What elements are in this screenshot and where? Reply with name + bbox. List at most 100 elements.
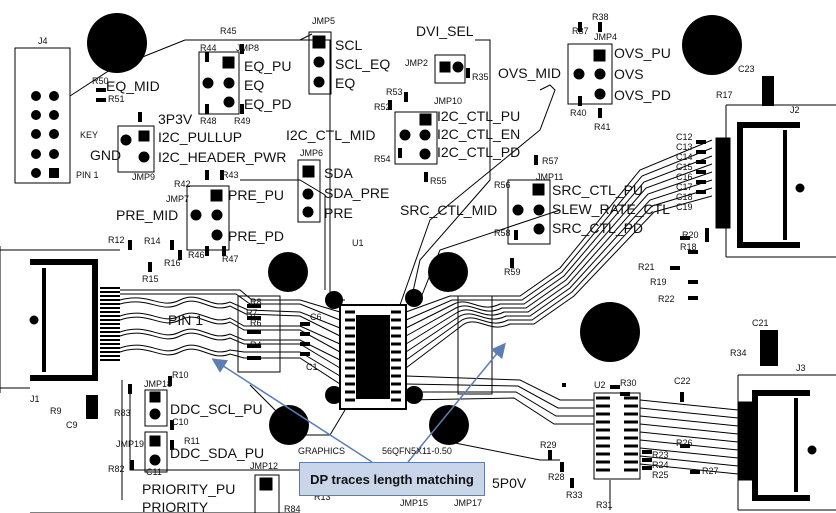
net-eq-pd: EQ_PD	[244, 96, 291, 112]
label-jmp8: JMP8	[236, 43, 259, 53]
mounting-hole-top-right	[682, 15, 742, 75]
label-r4: R4	[250, 340, 262, 350]
label-j1: J1	[30, 394, 40, 404]
net-pre-pd: PRE_PD	[228, 228, 284, 244]
label-jmp11: JMP11	[536, 172, 563, 182]
label-r30: R30	[620, 378, 637, 388]
net-ovs-pu: OVS_PU	[614, 45, 671, 61]
label-r53: R53	[386, 87, 403, 97]
connector-j4	[14, 47, 71, 184]
label-r51: R51	[108, 94, 125, 104]
net-eq-mid: EQ_MID	[106, 78, 160, 94]
label-jmp9: JMP9	[132, 172, 155, 182]
label-r83: R83	[114, 408, 131, 418]
jumper-headers	[117, 31, 613, 513]
net-i2c-ctl-pd: I2C_CTL_PD	[437, 144, 520, 160]
net-priority-pu: PRIORITY_PU	[142, 481, 235, 497]
label-r18: R18	[680, 242, 697, 252]
connector-j1	[29, 259, 120, 381]
smd-parts	[86, 22, 778, 488]
label-jmp17: JMP17	[454, 498, 482, 508]
label-r55: R55	[430, 176, 447, 186]
net-ovs-pd: OVS_PD	[614, 87, 671, 103]
label-r59: R59	[504, 267, 521, 277]
net-src-ctl-pd: SRC_CTL_PD	[552, 220, 643, 236]
label-r43: R43	[222, 170, 239, 180]
label-r82: R82	[108, 464, 125, 474]
label-jmp6: JMP6	[300, 148, 323, 158]
label-c22: C22	[674, 376, 691, 386]
label-j4: J4	[38, 36, 48, 46]
label-r57: R57	[542, 156, 559, 166]
label-r20: R20	[682, 230, 699, 240]
label-c18: C18	[676, 192, 693, 202]
label-r22: R22	[658, 294, 675, 304]
net-ovs: OVS	[614, 66, 644, 82]
label-jmp2: JMP2	[405, 58, 428, 68]
dp-traces-left	[119, 289, 341, 385]
net-src-ctl-mid: SRC_CTL_MID	[400, 202, 497, 218]
net-ddc-sda-pu: DDC_SDA_PU	[170, 445, 264, 461]
label-r25: R25	[652, 470, 669, 480]
label-r6: R6	[250, 318, 262, 328]
net-i2c-header-pwr: I2C_HEADER_PWR	[158, 149, 286, 165]
label-c11: C11	[146, 467, 162, 477]
label-r50: R50	[92, 76, 109, 86]
net-i2c-ctl-pu: I2C_CTL_PU	[437, 108, 520, 124]
label-c6: C6	[310, 312, 322, 322]
net-i2c-ctl-mid: I2C_CTL_MID	[286, 127, 375, 143]
label-key: KEY	[80, 130, 98, 140]
label-graphics: GRAPHICS	[298, 446, 345, 456]
label-r49: R49	[234, 116, 251, 126]
label-r7: R7	[246, 308, 258, 318]
label-r8: R8	[250, 297, 262, 307]
label-pkg: 56QFN5X11-0.50	[382, 446, 452, 456]
net-i2c-pullup: I2C_PULLUP	[158, 129, 242, 145]
label-r46: R46	[188, 250, 205, 260]
label-c1: C1	[306, 362, 318, 372]
label-jmp15: JMP15	[400, 498, 428, 508]
net-pre-mid: PRE_MID	[116, 207, 178, 223]
label-r84: R84	[284, 504, 301, 513]
dp-traces-right	[405, 139, 739, 475]
u1-via-large-4	[429, 405, 469, 445]
label-u1: U1	[352, 238, 364, 248]
mounting-hole-top-left	[87, 13, 147, 73]
label-r19: R19	[650, 277, 667, 287]
net-sda: SDA	[324, 165, 353, 181]
net-dvi-sel: DVI_SEL	[416, 23, 474, 39]
label-j2: J2	[790, 105, 800, 115]
label-jmp5: JMP5	[312, 16, 335, 26]
mounting-holes	[87, 13, 742, 445]
label-jmp7: JMP7	[166, 194, 189, 204]
label-r15: R15	[142, 274, 159, 284]
label-r14: R14	[144, 236, 161, 246]
label-r47: R47	[222, 254, 239, 264]
net-eq: EQ	[244, 77, 264, 93]
label-r40: R40	[570, 108, 587, 118]
label-c9: C9	[66, 420, 78, 430]
callout-arrows	[211, 342, 506, 463]
label-r41: R41	[594, 122, 611, 132]
net-scl-eq: SCL_EQ	[335, 56, 390, 72]
label-r11: R11	[184, 436, 200, 446]
label-c16: C16	[676, 172, 693, 182]
label-r42: R42	[174, 179, 191, 189]
label-r28: R28	[548, 472, 565, 482]
connector-j3	[737, 390, 817, 501]
net-5p0v: 5P0V	[492, 475, 527, 491]
label-r16: R16	[164, 258, 181, 268]
u1-via-large-3	[269, 405, 309, 445]
u1-via-large-1	[268, 252, 308, 292]
label-r45: R45	[220, 26, 237, 36]
u1-via-large-2	[428, 252, 468, 292]
label-r10: R10	[172, 370, 189, 380]
label-c23: C23	[738, 64, 755, 74]
label-c13: C13	[676, 142, 693, 152]
net-3p3v: 3P3V	[158, 111, 193, 127]
label-u2: U2	[594, 380, 606, 390]
net-pre-pu: PRE_PU	[228, 187, 284, 203]
label-r23: R23	[652, 450, 669, 460]
label-r58: R58	[494, 228, 511, 238]
